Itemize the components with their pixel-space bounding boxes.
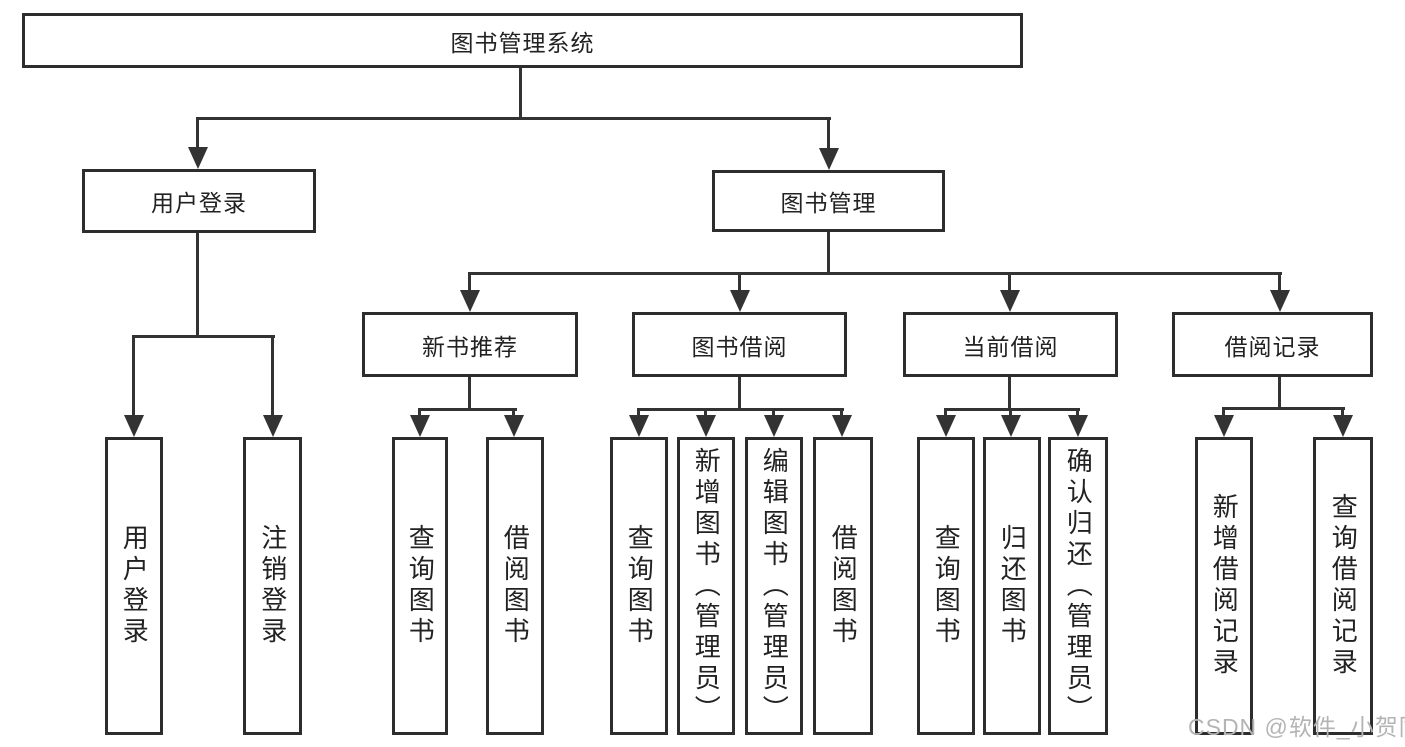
connector-line [196,117,199,149]
connector-line [944,408,1080,411]
connector-line [772,408,775,418]
leaf-query-books-current: 查询图书 [917,437,975,735]
connector-line [418,408,421,418]
leaf-return-books: 归还图书 [983,437,1041,735]
arrowhead-down-icon [1270,290,1290,312]
connector-line [738,377,741,410]
connector-line [196,233,199,336]
leaf-confirm-return-admin: 确认归还（管理员） [1048,437,1108,735]
connector-line [1222,407,1345,410]
connector-line [827,117,830,150]
connector-line [132,335,275,338]
connector-line [1008,377,1011,410]
arrowhead-down-icon [936,415,956,437]
leaf-add-borrow-record: 新增借阅记录 [1195,437,1253,735]
connector-line [197,117,831,120]
connector-line [1278,272,1281,292]
connector-line [468,272,1282,275]
arrowhead-down-icon [1333,415,1353,437]
arrowhead-down-icon [1001,415,1021,437]
csdn-watermark: CSDN @软件_小贺同学 [1188,714,1405,740]
arrowhead-down-icon [263,415,283,437]
connector-line [468,377,471,410]
leaf-add-book-admin: 新增图书（管理员） [677,437,735,735]
node-new-book-recommend: 新书推荐 [362,312,578,377]
node-book-management: 图书管理 [712,170,945,232]
connector-line [271,335,274,415]
connector-line [1076,408,1079,418]
connector-line [418,408,517,411]
connector-line [738,272,741,292]
connector-line [704,408,707,418]
arrowhead-down-icon [410,415,430,437]
connector-line [1222,407,1225,418]
connector-line [1009,408,1012,418]
leaf-edit-book-admin: 编辑图书（管理员） [745,437,803,735]
arrowhead-down-icon [730,290,750,312]
leaf-borrow-books-recommend: 借阅图书 [486,437,544,735]
leaf-user-login: 用户登录 [105,437,163,735]
connector-line [1341,407,1344,418]
arrowhead-down-icon [1068,415,1088,437]
node-borrowing-records: 借阅记录 [1172,312,1373,377]
connector-line [637,408,844,411]
arrowhead-down-icon [819,148,839,170]
arrowhead-down-icon [629,415,649,437]
node-library-management-system: 图书管理系统 [22,13,1023,68]
node-book-borrowing: 图书借阅 [632,312,847,377]
arrowhead-down-icon [1000,290,1020,312]
arrowhead-down-icon [696,415,716,437]
connector-line [944,408,947,418]
leaf-borrow-books: 借阅图书 [813,437,873,735]
node-current-borrowing: 当前借阅 [903,312,1118,377]
connector-line [519,68,522,118]
connector-line [512,408,515,418]
connector-line [132,335,135,415]
connector-line [1008,272,1011,292]
arrowhead-down-icon [124,415,144,437]
arrowhead-down-icon [1214,415,1234,437]
leaf-query-borrow-record: 查询借阅记录 [1313,437,1373,735]
connector-line [827,232,830,273]
arrowhead-down-icon [832,415,852,437]
arrowhead-down-icon [764,415,784,437]
leaf-query-books-recommend: 查询图书 [392,437,448,735]
connector-line [468,272,471,292]
leaf-logout: 注销登录 [243,437,302,735]
connector-line [1278,377,1281,409]
leaf-query-books-borrowing: 查询图书 [610,437,668,735]
node-user-login: 用户登录 [82,169,316,233]
arrowhead-down-icon [188,147,208,169]
arrowhead-down-icon [504,415,524,437]
connector-line [637,408,640,418]
connector-line [840,408,843,418]
arrowhead-down-icon [460,290,480,312]
